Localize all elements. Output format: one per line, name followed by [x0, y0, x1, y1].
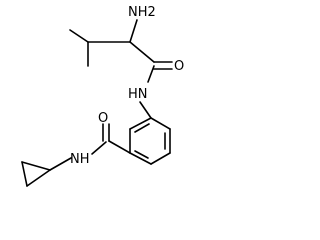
- cyclopropyl-bond-2: [21, 161, 28, 187]
- bond-ch3-left: [69, 29, 89, 43]
- ring-bond-3: [150, 152, 171, 165]
- ring-bond-6: [129, 117, 152, 130]
- atom-label-nh-lower: NH: [70, 152, 90, 167]
- bond-calpha-nh2: [129, 19, 138, 43]
- ring-inner-double-2: [134, 150, 149, 159]
- atom-label-o-lower: O: [98, 111, 108, 126]
- cyclopropyl-bond-1: [21, 161, 51, 171]
- bond-calpha-carbonyl: [129, 41, 155, 63]
- bond-carbonyl-hn: [147, 65, 155, 83]
- ring-bond-4: [129, 152, 152, 165]
- atom-label-o-upper: O: [174, 59, 184, 74]
- bond-hn-ring: [139, 101, 152, 119]
- bond-lower-carbonyl-nh: [91, 141, 107, 155]
- ring-bond-1: [150, 117, 171, 130]
- chemical-structure-diagram: NH2 O HN O NH: [21, 5, 184, 187]
- ring-inner-double-3: [134, 123, 150, 133]
- bond-ring-carbonyl: [108, 140, 131, 154]
- atom-label-nh2: NH2: [128, 5, 156, 20]
- cyclopropyl-bond-3: [26, 169, 51, 187]
- atom-label-hn: HN: [128, 87, 148, 102]
- bond-nh-cyclopropyl: [49, 157, 72, 171]
